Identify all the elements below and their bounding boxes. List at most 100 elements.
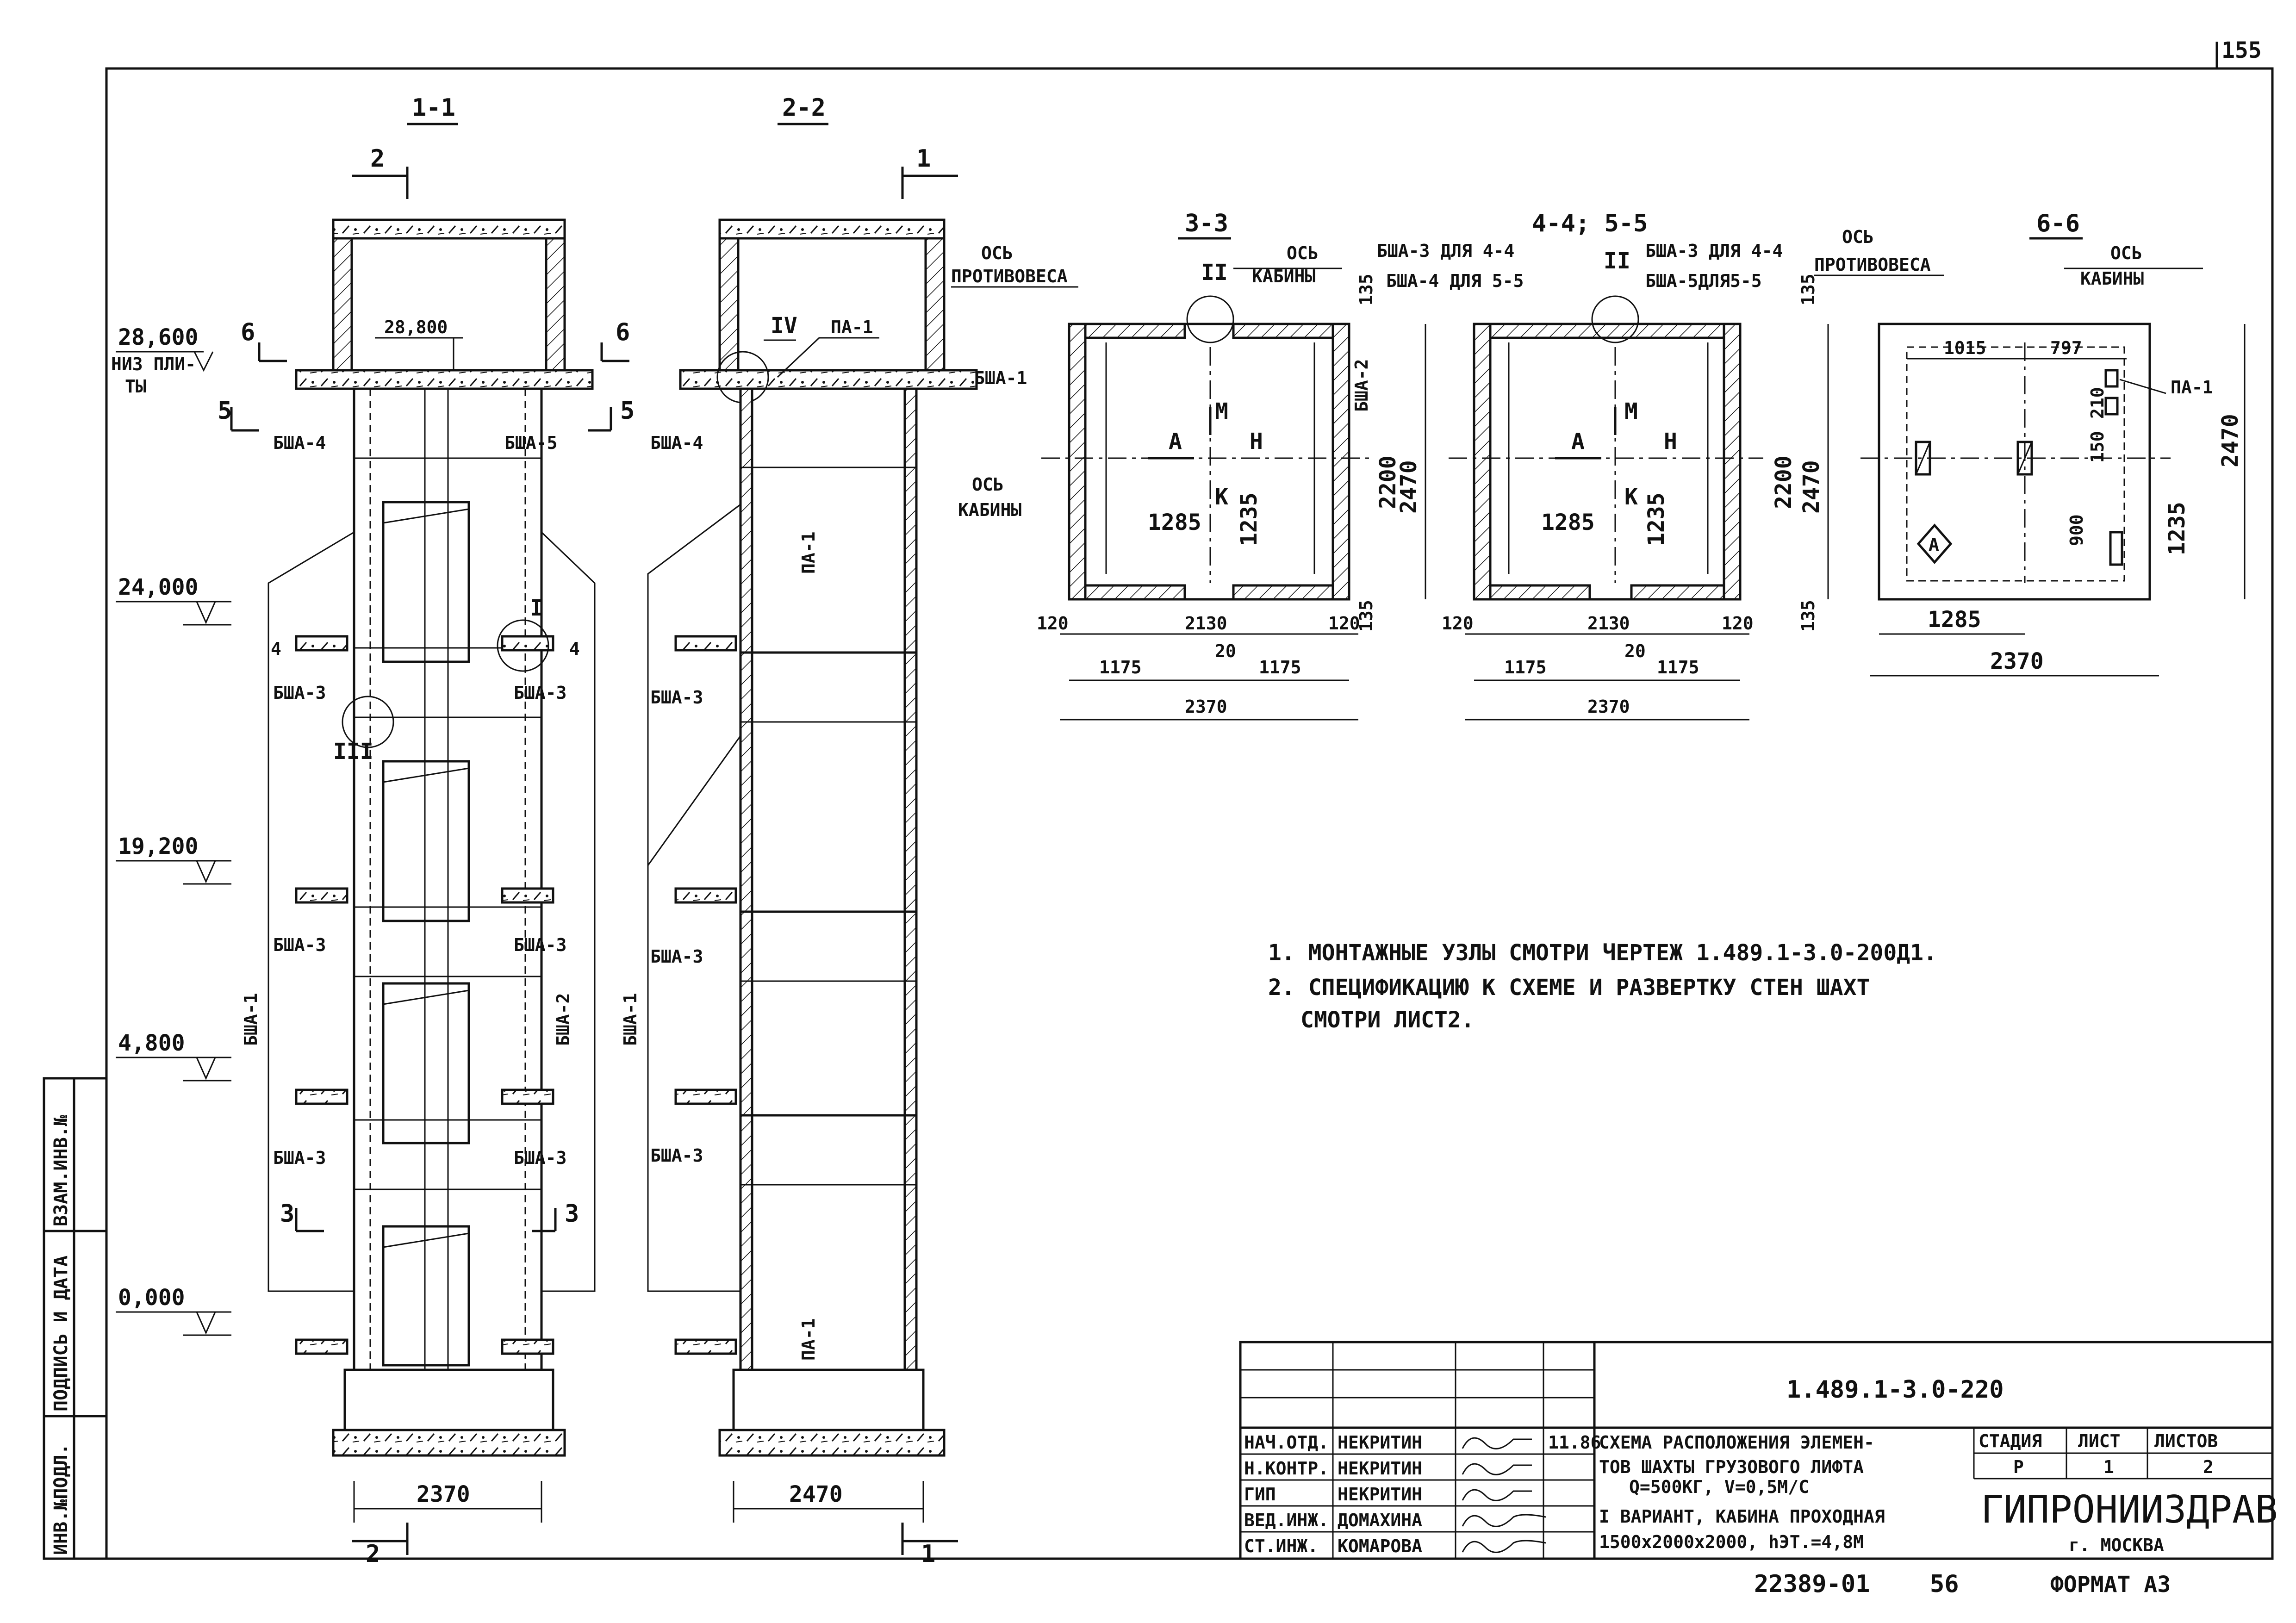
cut-mark-6-right: 6 — [616, 318, 630, 346]
side-stamp-inv-podl: ИНВ.№ПОДЛ. — [50, 1443, 72, 1555]
label-bsha3-s22-1: БША-3 — [650, 687, 703, 708]
sheet-corner-number: 155 — [2221, 37, 2262, 63]
dim-1285-33: 1285 — [1148, 510, 1201, 535]
dim-135-44-top: 135 — [1798, 274, 1818, 305]
title-sheet-value: 1 — [2103, 1457, 2114, 1477]
level-24000: 24,000 — [118, 574, 198, 600]
signature — [1462, 1489, 1532, 1501]
dim-20-33: 20 — [1215, 641, 1236, 661]
dim-2470-66: 2470 — [2217, 414, 2243, 467]
cut-mark-4-right: 4 — [569, 639, 580, 659]
axis-os-counterweight-33: ОСЬ — [981, 243, 1013, 263]
title-stage-label: СТАДИЯ — [1979, 1431, 2042, 1451]
label-bsha4-left: БША-4 — [273, 433, 326, 453]
title-row-role: ГИП — [1244, 1484, 1276, 1505]
label-bsha3-l3: БША-3 — [273, 1148, 326, 1168]
label-bsha3-44-left: БША-3 ДЛЯ 4-4 — [1377, 241, 1514, 261]
label-pa1-66: ПА-1 — [2171, 377, 2213, 398]
cut-mark-5-right: 5 — [620, 397, 635, 425]
title-row-role: ВЕД.ИНЖ. — [1244, 1510, 1329, 1530]
archive-number: 22389-01 — [1754, 1570, 1870, 1598]
title-block-code: 1.489.1-3.0-220 — [1786, 1376, 2004, 1404]
title-line-3: Q=500КГ, V=0,5М/С — [1629, 1477, 1809, 1497]
page-number: 56 — [1930, 1570, 1959, 1598]
sheet-frame — [105, 67, 2274, 1560]
level-19200: 19,200 — [118, 833, 198, 859]
format-label: ФОРМАТ А3 — [2050, 1572, 2171, 1598]
title-stage-value: Р — [2013, 1457, 2024, 1477]
dim-2370-66: 2370 — [1990, 648, 2044, 674]
node-II-33: II — [1201, 260, 1228, 286]
title-row-4: СТ.ИНЖ. КОМАРОВА — [1244, 1536, 1422, 1556]
cut-mark-6-left: 6 — [241, 318, 255, 346]
axis-cabin-33b: КАБИНЫ — [958, 500, 1021, 520]
dim-1285-44: 1285 — [1541, 510, 1595, 535]
axis-cabin-33: КАБИНЫ — [1252, 266, 1315, 286]
dim-2470-33: 2470 — [1396, 460, 1422, 514]
dim-1235-66: 1235 — [2164, 502, 2190, 555]
dim-1285-66: 1285 — [1928, 607, 1981, 633]
plan66-letter-a: А — [1929, 535, 1939, 555]
label-bsha3-s22-2: БША-3 — [650, 946, 703, 967]
signature — [1462, 1463, 1532, 1475]
plan33-letter-k: К — [1215, 484, 1228, 510]
dim-2130-44: 2130 — [1587, 613, 1630, 634]
title-row-3: ВЕД.ИНЖ. ДОМАХИНА — [1244, 1510, 1422, 1530]
plan44-letter-m: М — [1624, 398, 1638, 424]
signature — [1462, 1540, 1546, 1553]
node-I: I — [530, 595, 543, 621]
dim-1235-33: 1235 — [1236, 492, 1262, 546]
plan-6-6: 6-6 ОСЬ ПРОТИВОВЕСА ОСЬ КАБИНЫ А 1015 79… — [1814, 210, 2246, 677]
label-bsha3-r2: БША-3 — [514, 935, 566, 955]
cut-mark-3-left: 3 — [280, 1200, 294, 1228]
dim-797-66: 797 — [2050, 338, 2082, 358]
label-pa1-small-top: ПА-1 — [798, 531, 819, 574]
cut-mark-2-bottom: 2 — [366, 1540, 380, 1568]
dim-900-66: 900 — [2066, 514, 2087, 546]
cut-mark-5-left: 5 — [218, 397, 232, 425]
label-bsha4-s22: БША-4 — [650, 433, 703, 453]
note-2b: СМОТРИ ЛИСТ2. — [1300, 1007, 1475, 1033]
section-2-2-title: 2-2 — [782, 94, 826, 122]
note-1: 1. МОНТАЖНЫЕ УЗЛЫ СМОТРИ ЧЕРТЕЖ 1.489.1-… — [1268, 940, 1937, 966]
cut-mark-1-top: 1 — [916, 145, 931, 173]
label-bsha1-33: БША-1 — [974, 368, 1027, 388]
section-6-6-title: 6-6 — [2036, 210, 2080, 237]
plan44-letter-k: К — [1624, 484, 1638, 510]
title-row-name: КОМАРОВА — [1338, 1536, 1422, 1556]
dim-135-33-bottom: 135 — [1356, 600, 1376, 632]
dim-120-44-left: 120 — [1442, 613, 1474, 634]
title-line-1: СХЕМА РАСПОЛОЖЕНИЯ ЭЛЕМЕН- — [1599, 1432, 1874, 1453]
level-0000: 0,000 — [118, 1285, 185, 1311]
level-28600-note-b: ТЫ — [125, 376, 146, 397]
axis-os-counterweight-66: ОСЬ — [1842, 227, 1874, 247]
cut-mark-2-top: 2 — [370, 145, 385, 173]
dim-1175-33-right: 1175 — [1259, 657, 1301, 678]
dim-2470-s22: 2470 — [789, 1481, 843, 1507]
label-pa1-s22: ПА-1 — [831, 317, 873, 337]
axis-os-cabin-33b: ОСЬ — [972, 474, 1004, 495]
title-row-name: НЕКРИТИН — [1338, 1432, 1422, 1453]
label-bsha3-s22-3: БША-3 — [650, 1145, 703, 1166]
dim-150-66: 150 — [2087, 431, 2108, 463]
label-bsha3-l2: БША-3 — [273, 935, 326, 955]
title-sheets-value: 2 — [2203, 1457, 2214, 1477]
plan33-letter-m: М — [1215, 398, 1228, 424]
label-bsha1-s11: БША-1 — [241, 993, 261, 1046]
dim-1175-44-right: 1175 — [1657, 657, 1699, 678]
dim-1015-66: 1015 — [1944, 338, 1986, 358]
title-city: г. МОСКВА — [2069, 1535, 2164, 1555]
side-stamp: ИНВ.№ПОДЛ. ПОДПИСЬ И ДАТА ВЗАМ.ИНВ.№ — [43, 1077, 108, 1560]
title-org: ГИПРОНИИЗДРАВ — [1981, 1488, 2278, 1532]
label-pa1-small-bottom: ПА-1 — [798, 1318, 819, 1361]
section-3-3-title: 3-3 — [1185, 210, 1228, 237]
title-row-1: Н.КОНТР. НЕКРИТИН — [1244, 1458, 1422, 1479]
title-row-role: Н.КОНТР. — [1244, 1458, 1329, 1479]
title-row-2: ГИП НЕКРИТИН — [1244, 1484, 1422, 1505]
level-28600-note-a: НИЗ ПЛИ- — [111, 354, 196, 374]
title-line-5: 1500х2000х2000, hЭТ.=4,8М — [1599, 1532, 1864, 1552]
axis-os-cabin-33: ОСЬ — [1287, 243, 1319, 263]
label-bsha1-s22: БША-1 — [620, 993, 641, 1046]
label-bsha2-s11: БША-2 — [553, 993, 573, 1046]
